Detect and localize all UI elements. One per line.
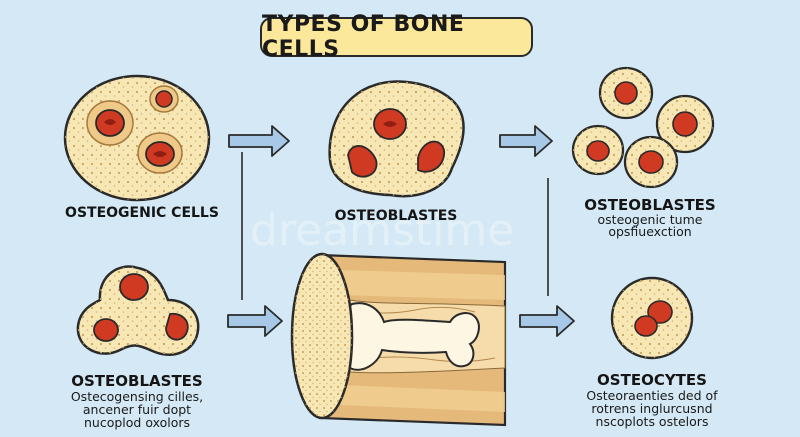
- label-osteoblasts-bottom: OSTEOBLASTES: [71, 372, 203, 390]
- label-osteoblasts-right-sub2: opsfiuexction: [608, 224, 692, 239]
- osteocyte-cell: [610, 276, 694, 360]
- label-osteocytes-sub1: Osteoraenties ded of: [586, 388, 718, 403]
- label-osteoblasts-bottom-sub1: Ostecogensing cilles,: [70, 389, 204, 404]
- osteoblast-cell-bottom: [76, 265, 200, 357]
- label-osteoblasts-right-sub1: osteogenic tume: [597, 212, 703, 227]
- arrow-icon: [227, 305, 283, 337]
- label-osteoblasts-bottom-sub2: ancener fuir dopt: [82, 402, 192, 417]
- label-osteoblasts-right: OSTEOBLASTES: [584, 196, 716, 214]
- diagram-title: TYPES OF BONE CELLS: [260, 12, 533, 62]
- label-osteocytes-sub2: rotrens inglurcusnd: [591, 401, 713, 416]
- label-osteocytes-sub3: nscoplots ostelors: [595, 414, 709, 429]
- label-osteogenic-cells: OSTEOGENIC CELLS: [65, 205, 219, 221]
- arrow-icon: [519, 305, 575, 337]
- osteoblast-cell-top: [328, 80, 465, 198]
- watermark: dreamstime: [250, 205, 515, 256]
- arrow-icon: [499, 125, 553, 157]
- label-osteocytes: OSTEOCYTES: [597, 371, 707, 389]
- label-osteoblasts-top: OSTEOBLASTES: [334, 208, 458, 224]
- bone-section: [290, 252, 507, 427]
- osteoblast-cells-right: [571, 66, 715, 189]
- osteogenic-cell: [63, 74, 211, 202]
- arrow-icon: [228, 125, 290, 157]
- label-osteoblasts-bottom-sub3: nucoplod oxolors: [83, 415, 191, 430]
